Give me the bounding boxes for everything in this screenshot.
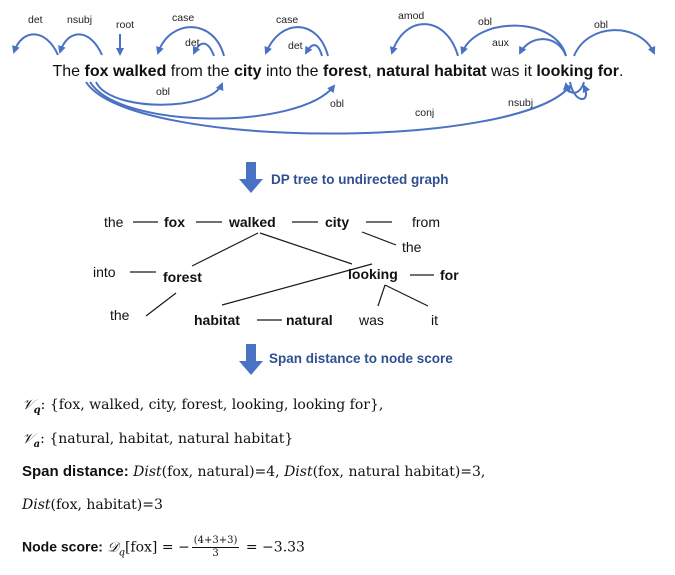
arc-case-forest xyxy=(264,26,329,57)
va-set: : {natural, habitat, natural habitat} xyxy=(40,431,294,447)
arc-det-forest xyxy=(305,44,323,57)
arc-conj xyxy=(85,81,572,135)
word-habitat: habitat xyxy=(434,63,487,80)
node-the-1: the xyxy=(104,214,124,230)
label-nsubj: nsubj xyxy=(67,14,92,26)
word-period: . xyxy=(619,63,623,80)
word-walked: walked xyxy=(112,63,166,80)
graph-nodes: the fox walked city from the into forest… xyxy=(93,214,459,328)
arc-aux xyxy=(519,38,567,57)
vq-subscript: q xyxy=(33,404,41,416)
word-it: it xyxy=(524,63,533,80)
node-habitat: habitat xyxy=(194,312,240,328)
arc-loop xyxy=(563,81,585,94)
label-nsubj-it: nsubj xyxy=(508,97,533,109)
label-obl-top: obl xyxy=(478,16,492,28)
vq-symbol: 𝒱 xyxy=(22,397,34,413)
label-det-3: det xyxy=(288,40,303,52)
vq-line: 𝒱q: {fox, walked, city, forest, looking,… xyxy=(22,397,383,416)
label-obl-city: obl xyxy=(156,86,170,98)
node-it: it xyxy=(431,312,438,328)
label-obl-forest: obl xyxy=(330,98,344,110)
word-city: city xyxy=(234,63,262,80)
span-distance-label: Span distance: xyxy=(22,463,129,480)
sentence: The fox walked from the city into the fo… xyxy=(53,63,624,80)
dist-2: (fox, natural habitat)=3, xyxy=(312,464,486,480)
word-the-2: the xyxy=(207,63,229,80)
arc-case-city xyxy=(156,26,225,57)
node-for: for xyxy=(440,267,459,283)
label-aux: aux xyxy=(492,37,510,49)
label-det-2: det xyxy=(185,37,200,49)
label-case-2: case xyxy=(276,14,298,26)
graph-edges xyxy=(130,221,434,321)
arc-nsubj-it xyxy=(569,81,591,100)
node-walked: walked xyxy=(228,214,276,230)
label-conj: conj xyxy=(415,107,434,119)
label-case-1: case xyxy=(172,12,194,24)
arc-det-the-fox xyxy=(12,33,59,56)
word-into: into xyxy=(266,63,292,80)
arc-obl-city xyxy=(95,81,224,106)
score-subscript: q xyxy=(118,547,125,559)
arc-det-city xyxy=(192,42,215,57)
word-looking: looking xyxy=(536,63,593,80)
dependency-arcs xyxy=(12,23,656,135)
step2-arrow xyxy=(239,344,263,375)
arc-obl-forest xyxy=(89,81,336,120)
step1-label: DP tree to undirected graph xyxy=(271,172,449,187)
node-was: was xyxy=(358,312,384,328)
dist-3: (fox, habitat)=3 xyxy=(50,497,163,513)
step2-label: Span distance to node score xyxy=(269,351,453,366)
arc-labels: det nsubj root case det case det amod ob… xyxy=(28,10,608,119)
node-the-2: the xyxy=(402,239,422,255)
score-arg: [fox] = − xyxy=(124,539,190,556)
dist-fn-2: Dist xyxy=(284,464,313,480)
word-was: was xyxy=(490,63,519,80)
label-amod: amod xyxy=(398,10,424,22)
word-the-3: the xyxy=(296,63,318,80)
node-fox: fox xyxy=(164,214,185,230)
score-result: = −3.33 xyxy=(241,539,305,556)
arc-nsubj xyxy=(58,33,103,56)
va-line: 𝒱a: {natural, habitat, natural habitat} xyxy=(22,431,293,450)
node-looking: looking xyxy=(348,266,398,282)
word-comma: , xyxy=(367,63,371,80)
arc-amod xyxy=(389,23,459,57)
word-natural: natural xyxy=(376,63,429,80)
node-the-3: the xyxy=(110,307,130,323)
label-root: root xyxy=(116,19,134,31)
dist-3-line: Dist(fox, habitat)=3 xyxy=(22,497,163,513)
node-into: into xyxy=(93,264,116,280)
va-subscript: a xyxy=(33,438,41,450)
arc-obl-for xyxy=(573,29,656,57)
word-from: from xyxy=(171,63,203,80)
word-forest: forest xyxy=(323,63,368,80)
arc-obl-top xyxy=(460,24,567,57)
va-symbol: 𝒱 xyxy=(22,431,34,447)
node-natural: natural xyxy=(286,312,333,328)
word-the: The xyxy=(53,63,81,80)
dist-fn-3: Dist xyxy=(22,497,51,513)
span-distance-line: Span distance: Dist(fox, natural)=4, Dis… xyxy=(22,463,485,480)
node-from: from xyxy=(412,214,440,230)
score-fraction: (4+3+3)3 xyxy=(191,535,240,560)
word-for: for xyxy=(598,63,619,80)
score-denominator: 3 xyxy=(212,548,219,559)
step1-arrow xyxy=(239,162,263,193)
score-numerator: (4+3+3) xyxy=(191,535,240,548)
dist-fn-1: Dist xyxy=(133,464,162,480)
score-symbol: 𝒟 xyxy=(107,539,119,556)
node-city: city xyxy=(325,214,349,230)
node-score-line: Node score: 𝒟q[fox] = −(4+3+3)3 = −3.33 xyxy=(22,535,305,560)
word-fox: fox xyxy=(85,63,109,80)
node-score-label: Node score: xyxy=(22,538,103,555)
label-det-1: det xyxy=(28,14,43,26)
label-obl-for: obl xyxy=(594,19,608,31)
node-forest: forest xyxy=(163,269,202,285)
dist-1: (fox, natural)=4, xyxy=(161,464,285,480)
vq-set: : {fox, walked, city, forest, looking, l… xyxy=(40,397,384,413)
